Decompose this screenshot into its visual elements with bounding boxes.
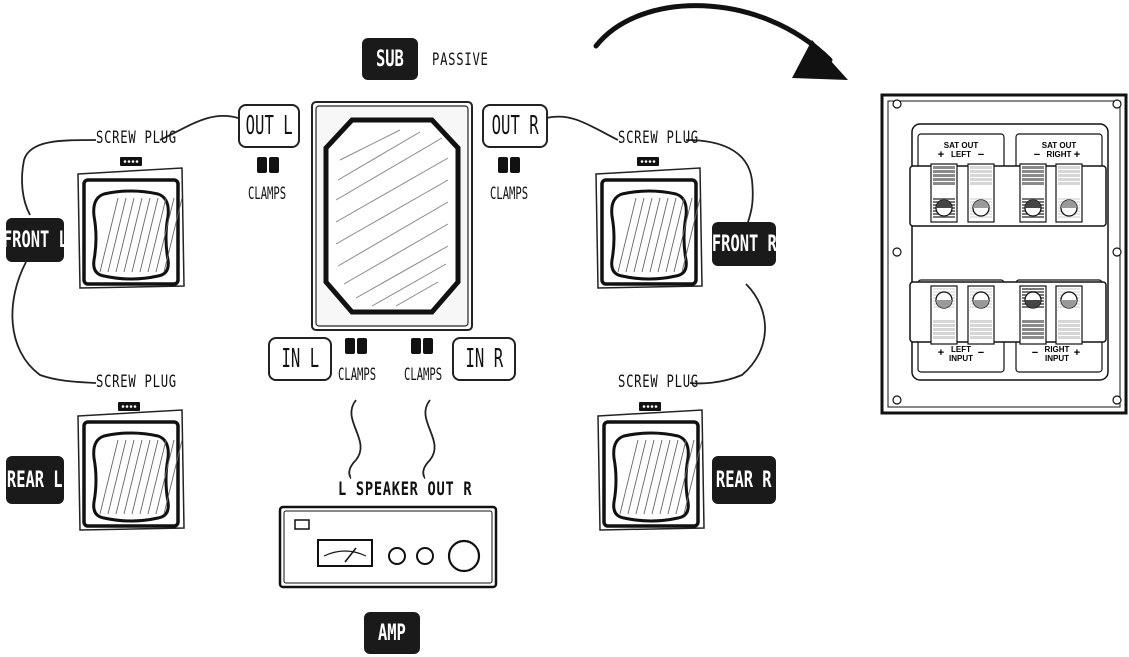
arrow-curve: [593, 3, 833, 63]
clamps-label-in-right: CLAMPS: [404, 365, 443, 385]
clamps-label-out-left: CLAMPS: [248, 184, 287, 204]
screw-plug-label-front-left: SCREW PLUG: [96, 128, 177, 148]
in-left-label: IN L: [268, 337, 332, 381]
speaker-front-right: [595, 167, 703, 289]
out-right-label: OUT R: [482, 104, 548, 148]
rear-right-label: REAR R: [712, 456, 776, 504]
subwoofer-box: [311, 101, 473, 331]
rear-left-label: REAR L: [6, 456, 64, 504]
clamp-icon: [257, 157, 520, 354]
screw-plug-label-front-right: SCREW PLUG: [618, 128, 699, 148]
terminal-panel: [880, 93, 1128, 415]
amp-speaker-out-label: L SPEAKER OUT R: [338, 478, 473, 500]
screw-plug-label-rear-right: SCREW PLUG: [618, 372, 699, 392]
in-right-label: IN R: [452, 337, 516, 381]
speaker-rear-right: [597, 409, 705, 531]
amplifier: [278, 505, 498, 589]
screw-plug-label-rear-left: SCREW PLUG: [96, 372, 177, 392]
screw-plug-icon: [118, 157, 661, 411]
sub-type-label: PASSIVE: [432, 50, 489, 70]
clamps-label-in-left: CLAMPS: [338, 365, 377, 385]
front-left-label: FRONT L: [3, 218, 67, 262]
speaker-rear-left: [77, 409, 185, 531]
amp-label: AMP: [364, 612, 420, 654]
clamps-label-out-right: CLAMPS: [490, 184, 529, 204]
front-right-label: FRONT R: [712, 222, 776, 266]
speaker-front-left: [77, 167, 185, 289]
out-left-label: OUT L: [238, 104, 300, 148]
sub-label: SUB: [362, 38, 418, 80]
arrow-head: [792, 40, 848, 80]
